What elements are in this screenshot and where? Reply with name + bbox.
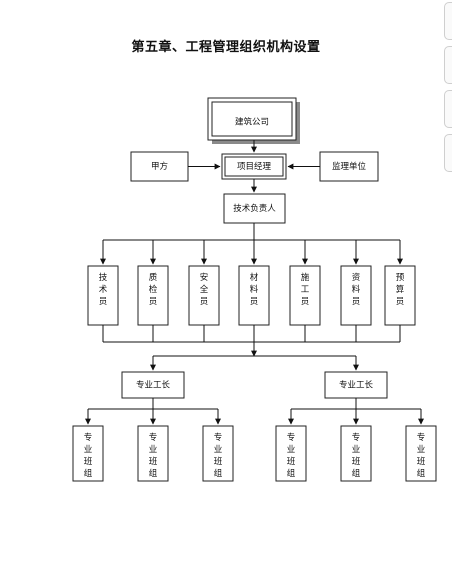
edge-tab [444, 2, 452, 40]
team-box: 专业班组 [405, 425, 437, 482]
foreman-box: 专业工长 [324, 371, 388, 399]
staff-label: 材料员 [250, 272, 259, 307]
staff-box: 施工员 [289, 265, 321, 326]
supervisor-label: 监理单位 [332, 161, 367, 172]
edge-tab [444, 90, 452, 128]
pm-label: 项目经理 [237, 161, 272, 172]
team-label: 专业班组 [214, 432, 223, 479]
team-box: 专业班组 [72, 425, 104, 482]
staff-box: 质检员 [137, 265, 169, 326]
staff-label: 安全员 [200, 272, 209, 307]
team-box: 专业班组 [275, 425, 307, 482]
foreman-label: 专业工长 [136, 380, 171, 391]
staff-box: 预算员 [384, 265, 416, 326]
team-label: 专业班组 [417, 432, 426, 479]
staff-label: 施工员 [301, 272, 310, 307]
team-box: 专业班组 [137, 425, 169, 482]
staff-label: 技术员 [99, 272, 108, 307]
company-box: 建筑公司 [207, 97, 300, 144]
staff-label: 预算员 [396, 272, 405, 307]
team-box: 专业班组 [202, 425, 234, 482]
staff-label: 质检员 [149, 272, 158, 307]
team-label: 专业班组 [352, 432, 361, 479]
foreman-label: 专业工长 [339, 380, 374, 391]
staff-label: 资料员 [352, 272, 361, 307]
team-label: 专业班组 [84, 432, 93, 479]
page-title: 第五章、工程管理组织机构设置 [131, 40, 321, 55]
pm-box: 项目经理 [221, 153, 287, 180]
tech-lead-box: 技术负责人 [223, 193, 286, 224]
edge-tab [444, 134, 452, 172]
team-label: 专业班组 [149, 432, 158, 479]
team-label: 专业班组 [287, 432, 296, 479]
staff-box: 材料员 [238, 265, 270, 326]
client-box: 甲方 [130, 151, 189, 182]
edge-tab [444, 46, 452, 84]
client-label: 甲方 [151, 161, 168, 172]
tech-lead-label: 技术负责人 [233, 203, 276, 214]
staff-box: 安全员 [188, 265, 220, 326]
team-box: 专业班组 [340, 425, 372, 482]
supervisor-box: 监理单位 [319, 151, 379, 182]
staff-box: 技术员 [87, 265, 119, 326]
company-label: 建筑公司 [235, 117, 269, 128]
staff-box: 资料员 [340, 265, 372, 326]
foreman-box: 专业工长 [121, 371, 185, 399]
